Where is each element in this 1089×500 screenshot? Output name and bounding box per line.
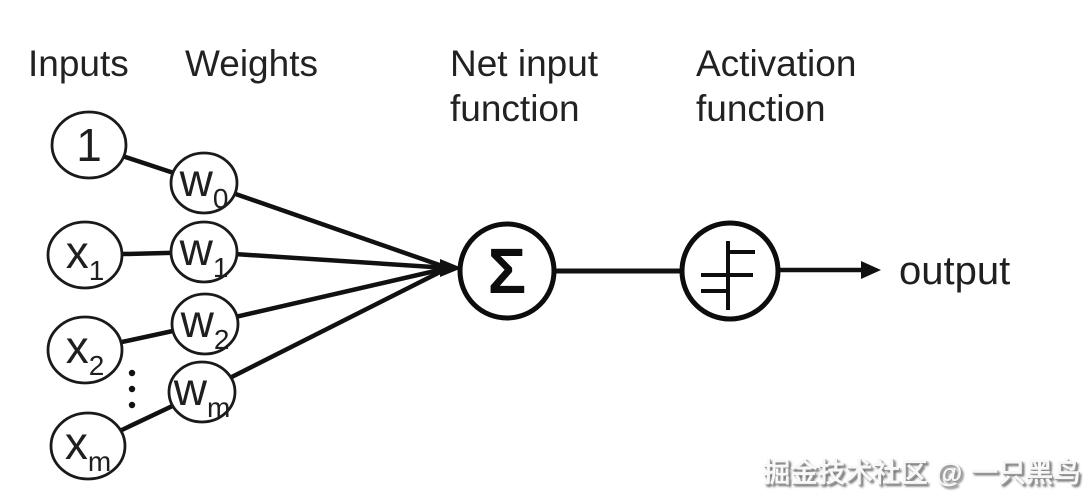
net-input-function-header-line2: function <box>450 88 580 129</box>
sum-symbol: Σ <box>488 235 526 307</box>
weight-node-wm-label: wm <box>173 363 231 423</box>
net-input-function-header-line1: Net input <box>450 43 599 84</box>
weight-node-w1 <box>169 220 239 284</box>
output-label: output <box>899 249 1010 293</box>
input-node-bias-label: 1 <box>76 119 102 171</box>
input-node-x2 <box>46 315 124 385</box>
edge-w1-sum <box>201 249 451 271</box>
activation-function-header-line1: Activation <box>696 43 856 84</box>
input-node-xm <box>49 411 127 481</box>
watermark: 掘金技术社区 @ 一只黑鸟 <box>763 458 1081 488</box>
input-node-x2-label: x2 <box>66 321 105 381</box>
activation-function-header-line2: function <box>696 88 826 129</box>
weight-node-w0-label: w0 <box>179 154 229 214</box>
weight-node-w2-label: w2 <box>180 295 230 355</box>
input-node-xm-label: xm <box>65 417 111 477</box>
weights-header: Weights <box>185 43 318 84</box>
output-arrowhead-icon <box>861 261 881 279</box>
weight-node-w0 <box>169 151 239 215</box>
sum-node <box>457 221 557 321</box>
inputs-header: Inputs <box>28 43 129 84</box>
sum-arrowhead-icon <box>440 259 462 277</box>
input-node-bias <box>50 110 128 180</box>
edge-w2-sum <box>202 265 451 327</box>
weight-node-wm <box>167 360 237 424</box>
input-node-x1-label: x1 <box>66 226 105 286</box>
input-node-x1 <box>46 220 124 290</box>
weight-node-w1-label: w1 <box>179 223 229 283</box>
edge-wm-sum <box>199 265 451 395</box>
step-function-icon <box>701 241 755 310</box>
weight-node-w2 <box>170 292 240 356</box>
edge-w0-sum <box>201 180 451 271</box>
vertical-ellipsis-icon <box>128 369 136 409</box>
